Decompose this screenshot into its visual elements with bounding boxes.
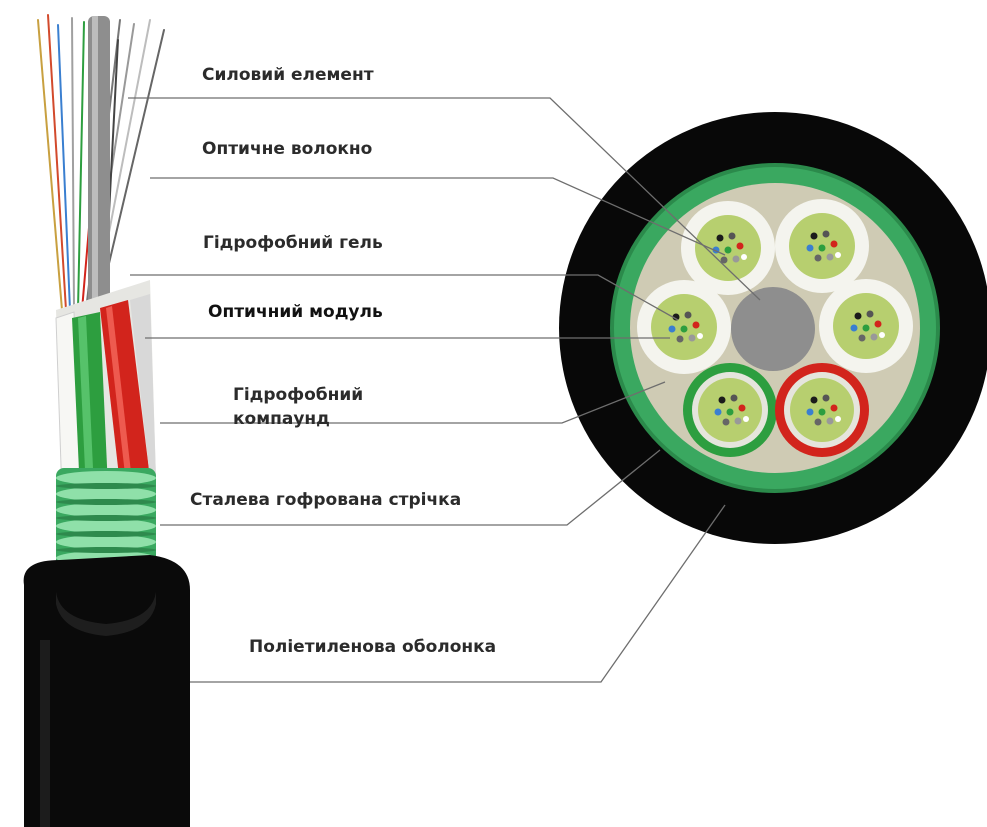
central-strength-member bbox=[731, 287, 815, 371]
label-strength-member: Силовий елемент bbox=[202, 64, 374, 86]
cable-side-view bbox=[24, 15, 190, 827]
leader-steel-tape bbox=[160, 450, 660, 525]
label-hydrophobic-gel: Гідрофобний гель bbox=[203, 232, 383, 254]
label-polyethylene-sheath: Поліетиленова оболонка bbox=[249, 636, 496, 658]
label-steel-corrugated-tape: Сталева гофрована стрічка bbox=[190, 489, 461, 511]
label-optical-module: Оптичний модуль bbox=[208, 301, 383, 323]
strength-member-rod bbox=[88, 16, 110, 316]
label-hydrophobic-compound: Гідрофобний компаунд bbox=[233, 383, 363, 431]
label-optical-fiber: Оптичне волокно bbox=[202, 138, 372, 160]
